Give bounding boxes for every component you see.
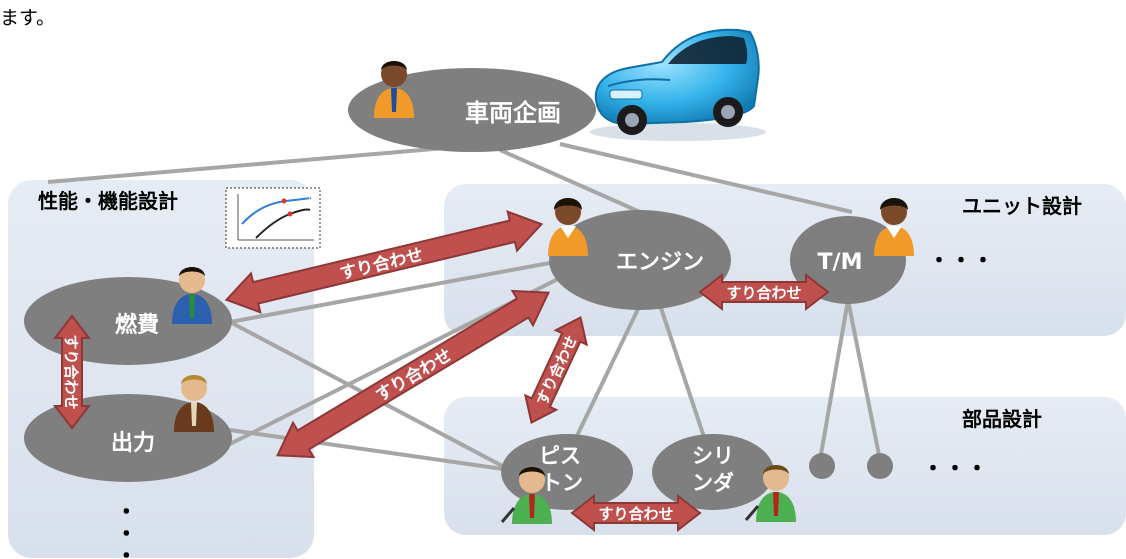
cylinder-node [652,434,774,510]
part-node-1 [809,453,835,479]
connector-tm-part2 [846,299,882,461]
connector-lines [47,142,882,472]
connector-vehicle-performance [47,144,469,184]
cylinder-label-line1: シリ [692,444,734,468]
fuel-label: 燃費 [115,312,159,338]
performance-chart-thumbnail [225,187,321,249]
person-icon-engine-designer [548,198,588,256]
vehicle-planning-node [348,68,596,152]
parts-ellipsis: ・・・ [922,457,988,482]
arrow-piston-cylinder-label: すり合わせ [598,505,673,523]
connector-vehicle-engine [499,148,641,214]
arrow-engine-tm-label: すり合わせ [726,284,801,302]
person-icon-tm-designer [874,198,914,256]
vehicle-planning-label: 車両企画 [465,99,561,127]
person-icon-fuel-designer [172,267,212,324]
output-label: 出力 [111,431,155,456]
arrow-engine-tm: すり合わせ [698,272,830,312]
person-icon-output-designer [174,375,214,432]
connector-engine-cylinder [658,304,707,441]
engine-node [549,210,731,310]
transmission-node [790,216,906,304]
intro-text: ます。 [0,7,55,29]
piston-label-line1: ピス [539,444,581,468]
part-node-2 [867,453,893,479]
transmission-label: T/M [818,250,863,275]
unit-design-title: ユニット設計 [962,194,1082,218]
engine-label: エンジン [616,250,704,275]
performance-ellipsis: ・・・ [112,500,137,559]
person-icon-piston-designer [500,467,552,524]
connector-tm-part1 [818,299,850,461]
arrow-engine-fuel-label: すり合わせ [338,244,426,284]
unit-ellipsis: ・・・ [928,249,994,274]
person-icon-cylinder-designer [744,465,796,522]
parts-design-panel [444,397,1126,535]
performance-design-title: 性能・機能設計 [38,189,178,213]
connector-fuel-engine [229,260,556,324]
arrow-fuel-output-label: すり合わせ [62,334,80,409]
arrow-fuel-output: すり合わせ [52,314,92,430]
car-icon [590,28,766,141]
person-icon-vehicle-planner [374,61,414,118]
arrow-piston-cylinder: すり合わせ [570,493,702,533]
coordination-arrows: すり合わせ すり合わせ すり合わせ すり合わせ すり合わせ すり合わせ [52,210,830,533]
cylinder-label-line2: ンダ [692,471,734,495]
connector-output-piston [229,428,511,472]
connector-engine-piston [573,304,642,441]
connector-vehicle-tm [559,142,853,214]
parts-design-title: 部品設計 [962,407,1042,431]
piston-label-line2: トン [541,471,583,495]
